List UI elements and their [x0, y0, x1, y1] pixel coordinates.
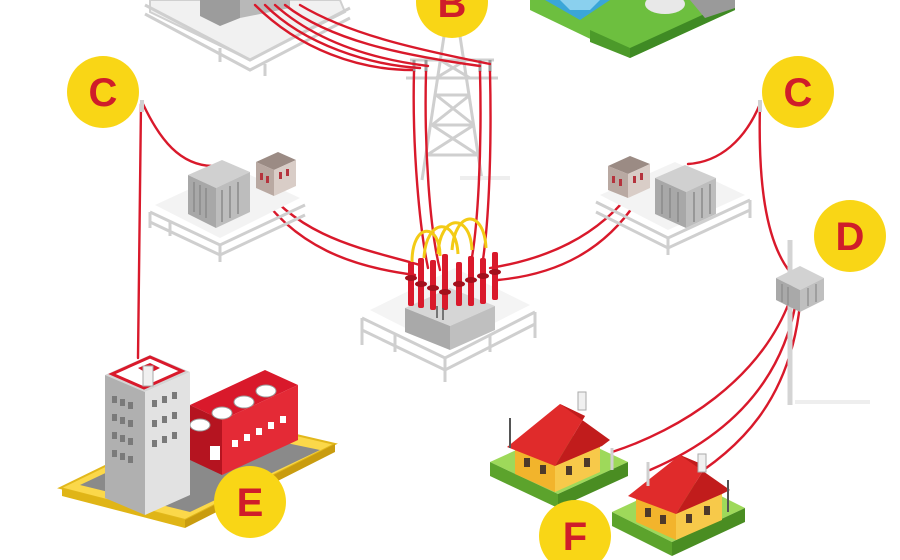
- label-b-text: B: [438, 0, 467, 26]
- power-plant-icon: [144, 0, 351, 76]
- label-f-text: F: [563, 515, 587, 559]
- label-e-text: E: [237, 481, 264, 525]
- power-lines: [136, 3, 802, 487]
- label-d: D: [814, 200, 886, 272]
- pole-transformer-icon: [776, 240, 870, 405]
- factory-icon: [57, 355, 338, 528]
- transformer-icon: [595, 156, 752, 255]
- label-d-text: D: [836, 215, 865, 259]
- label-c-left: C: [67, 56, 139, 128]
- house-icon: [490, 391, 745, 556]
- transformer-icon: [148, 152, 306, 262]
- label-c-right: C: [762, 56, 834, 128]
- label-f: F: [539, 500, 611, 560]
- label-c-right-text: C: [784, 71, 813, 115]
- label-b: B: [416, 0, 488, 38]
- substation-icon: [360, 217, 537, 382]
- generation-plant-icon: [530, 0, 735, 58]
- label-c-left-text: C: [89, 71, 118, 115]
- label-e: E: [214, 466, 286, 538]
- utility-pole-icon: [140, 100, 762, 112]
